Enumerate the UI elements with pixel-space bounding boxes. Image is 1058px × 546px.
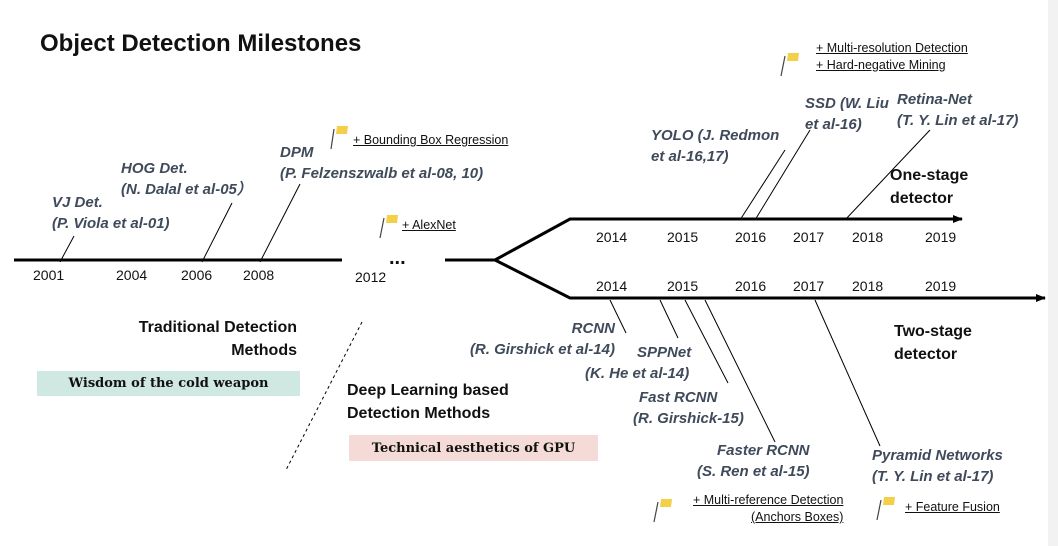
era-divider [285,321,363,471]
year-label: 2016 [735,278,767,294]
note-alexnet: + AlexNet [402,218,456,232]
label-line: Deep Learning based [347,382,509,399]
branch-to-one-stage [494,215,963,262]
hog-pointer [201,202,233,263]
milestone-ref: (R. Girshick-15) [633,410,744,427]
label-line: detector [894,346,958,363]
milestone-dpm: DPM (P. Felzenszwalb et al-08, 10) [280,142,483,184]
milestone-name: SSD (W. Liu [805,95,889,112]
sppnet-pointer [659,299,679,339]
milestone-ref: (T. Y. Lin et al-17) [872,468,994,485]
flag-icon [330,126,348,150]
milestone-name: Pyramid Networks [872,447,1003,464]
milestone-rcnn: RCNN (R. Girshick et al-14) [470,318,615,360]
milestone-ref: (N. Dalal et al-05） [121,181,252,198]
note-multiref: + Multi-reference Detection (Anchors Box… [693,492,843,526]
year-label: 2014 [596,229,628,245]
year-label: 2019 [925,278,957,294]
fasterrcnn-pointer [704,299,776,443]
year-label: 2006 [181,267,213,283]
year-label: 2018 [852,229,884,245]
milestone-name: YOLO (J. Redmon [651,127,780,144]
page-title: Object Detection Milestones [40,30,362,57]
yolo-pointer [739,149,786,221]
note-line: + Hard-negative Mining [816,58,946,72]
milestone-ref: et al-16) [805,116,862,133]
right-scroll-strip [1048,0,1058,546]
year-label: 2004 [116,267,148,283]
ellipsis: ... [389,247,406,269]
note-feature-fusion: + Feature Fusion [905,500,1000,514]
label-line: Detection Methods [347,405,491,422]
milestone-vj: VJ Det. (P. Viola et al-01) [52,192,170,234]
year-label: 2016 [735,229,767,245]
note-line: (Anchors Boxes) [751,510,844,524]
milestone-ref: (T. Y. Lin et al-17) [897,112,1019,129]
flag-icon [653,499,672,523]
two-stage-label: Two-stage detector [894,320,972,366]
milestone-name: Faster RCNN [717,442,810,459]
milestone-name: Fast RCNN [639,389,718,406]
one-stage-label: One-stage detector [890,164,968,210]
milestone-ref: (S. Ren et al-15) [697,463,810,480]
dpm-pointer [259,183,301,263]
year-label: 2001 [33,267,65,283]
year-label: 2019 [925,229,957,245]
year-label: 2014 [596,278,628,294]
milestone-ref: (R. Girshick et al-14) [469,341,615,358]
milestone-ref: (P. Felzenszwalb et al-08, 10) [280,165,484,182]
note-bbox-regression: + Bounding Box Regression [353,133,509,147]
year-label: 2017 [793,278,825,294]
milestone-name: Retina-Net [897,91,973,108]
milestone-fastrcnn: Fast RCNN (R. Girshick-15) [633,387,744,429]
milestone-name: VJ Det. [52,194,103,211]
year-label: 2018 [852,278,884,294]
label-line: Two-stage [894,323,972,340]
milestone-retinanet: Retina-Net (T. Y. Lin et al-17) [897,89,1018,131]
flag-icon [780,53,799,77]
note-line: + Multi-reference Detection [693,493,844,507]
flag-icon [876,497,895,521]
traditional-label: Traditional Detection Methods [139,316,297,362]
branch-to-two-stage [494,258,1046,302]
vj-pointer [59,235,75,263]
year-label: 2008 [243,267,275,283]
fpn-pointer [814,299,881,447]
milestone-name: RCNN [571,320,615,337]
label-line: detector [890,190,954,207]
year-label: 2015 [667,229,699,245]
year-label: 2017 [793,229,825,245]
milestone-fpn: Pyramid Networks (T. Y. Lin et al-17) [872,445,1003,487]
label-line: One-stage [890,167,969,184]
retina-pointer [844,129,931,221]
milestone-hog: HOG Det. (N. Dalal et al-05） [121,158,252,200]
milestone-ref: et al-16,17) [651,148,729,165]
year-label: 2015 [667,278,699,294]
milestone-ref: (P. Viola et al-01) [52,215,170,232]
milestone-sppnet: SPPNet (K. He et al-14) [585,342,691,384]
rcnn-pointer [609,299,627,334]
year-label: 2012 [355,269,387,285]
fastrcnn-pointer [684,299,729,384]
milestone-yolo: YOLO (J. Redmon et al-16,17) [651,125,779,167]
milestone-name: HOG Det. [121,160,188,177]
milestone-ssd: SSD (W. Liu et al-16) [805,93,889,135]
ssd-pointer [754,129,811,221]
note-one-stage: + Multi-resolution Detection + Hard-nega… [816,40,968,74]
milestone-name: DPM [280,144,314,161]
deep-learning-label: Deep Learning based Detection Methods [347,379,509,425]
flag-icon [379,215,398,239]
milestone-ref: (K. He et al-14) [585,365,690,382]
milestone-name: SPPNet [637,344,692,361]
label-line: Methods [231,342,297,359]
note-line: + Multi-resolution Detection [816,41,968,55]
milestone-fasterrcnn: Faster RCNN (S. Ren et al-15) [697,440,810,482]
deep-learning-badge: Technical aesthetics of GPU [349,435,598,461]
label-line: Traditional Detection [138,319,297,336]
traditional-badge: Wisdom of the cold weapon [37,371,300,396]
